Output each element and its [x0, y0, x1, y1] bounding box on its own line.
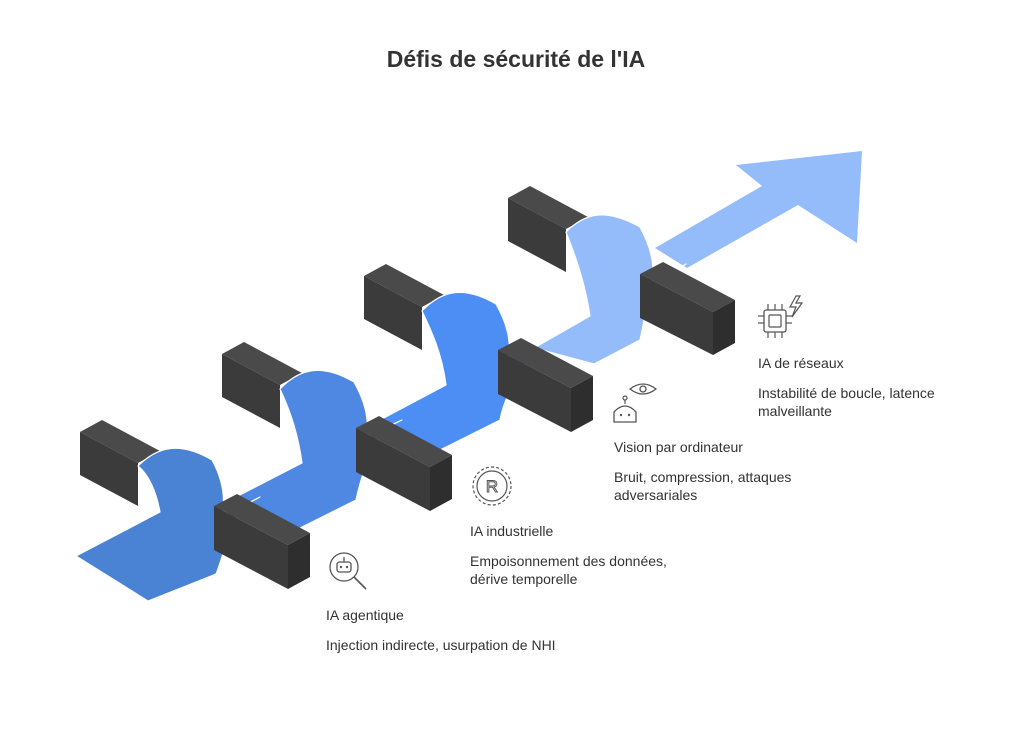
- stage-2-label: IA industrielle: [470, 523, 554, 539]
- stage-2-description: Empoisonnement des données, dérive tempo…: [470, 553, 667, 587]
- stage-1-label: IA agentique: [326, 607, 404, 623]
- front-block-4-front: [640, 274, 713, 355]
- front-block-2-front: [356, 428, 430, 511]
- back-block-2-front: [222, 354, 280, 428]
- front-block-1-top: [214, 494, 310, 545]
- stage-3-label: Vision par ordinateur: [614, 439, 743, 455]
- arrow-head: [655, 151, 862, 268]
- back-block-3-front: [364, 276, 422, 350]
- front-block-3-top: [498, 338, 593, 388]
- back-block-4: [508, 186, 588, 229]
- chip-lightning-icon: [758, 295, 804, 338]
- stage-1-description: Injection indirecte, usurpation de NHI: [326, 637, 556, 653]
- robot-search-icon: [329, 552, 367, 590]
- front-block-1-side: [288, 533, 310, 589]
- back-block-4-front: [508, 198, 566, 272]
- back-block-1-front: [80, 432, 138, 506]
- stage-4-group: [508, 186, 735, 365]
- back-block-1: [80, 420, 160, 463]
- front-block-1-front: [214, 506, 288, 589]
- robot-eye-icon: [613, 383, 658, 423]
- stage-3-description: Bruit, compression, attaques adversarial…: [614, 469, 792, 503]
- stage-4-label: IA de réseaux: [758, 355, 844, 371]
- back-block-3: [364, 264, 444, 307]
- gear-r-icon: R: [472, 466, 512, 506]
- front-block-4-top: [640, 262, 735, 312]
- front-block-2-top: [356, 416, 452, 467]
- front-block-2-side: [430, 455, 452, 511]
- front-block-4-side: [713, 300, 735, 355]
- front-block-3-front: [498, 350, 571, 432]
- svg-text:R: R: [486, 477, 498, 496]
- stage-1-group: [75, 420, 310, 602]
- stage-2-group: [222, 342, 452, 533]
- stage-4-description: Instabilité de boucle, latence malveilla…: [758, 385, 935, 419]
- back-block-2: [222, 342, 302, 385]
- page-title: Défis de sécurité de l'IA: [386, 46, 646, 72]
- front-block-3-side: [571, 376, 593, 432]
- stage-3-group: [364, 264, 593, 453]
